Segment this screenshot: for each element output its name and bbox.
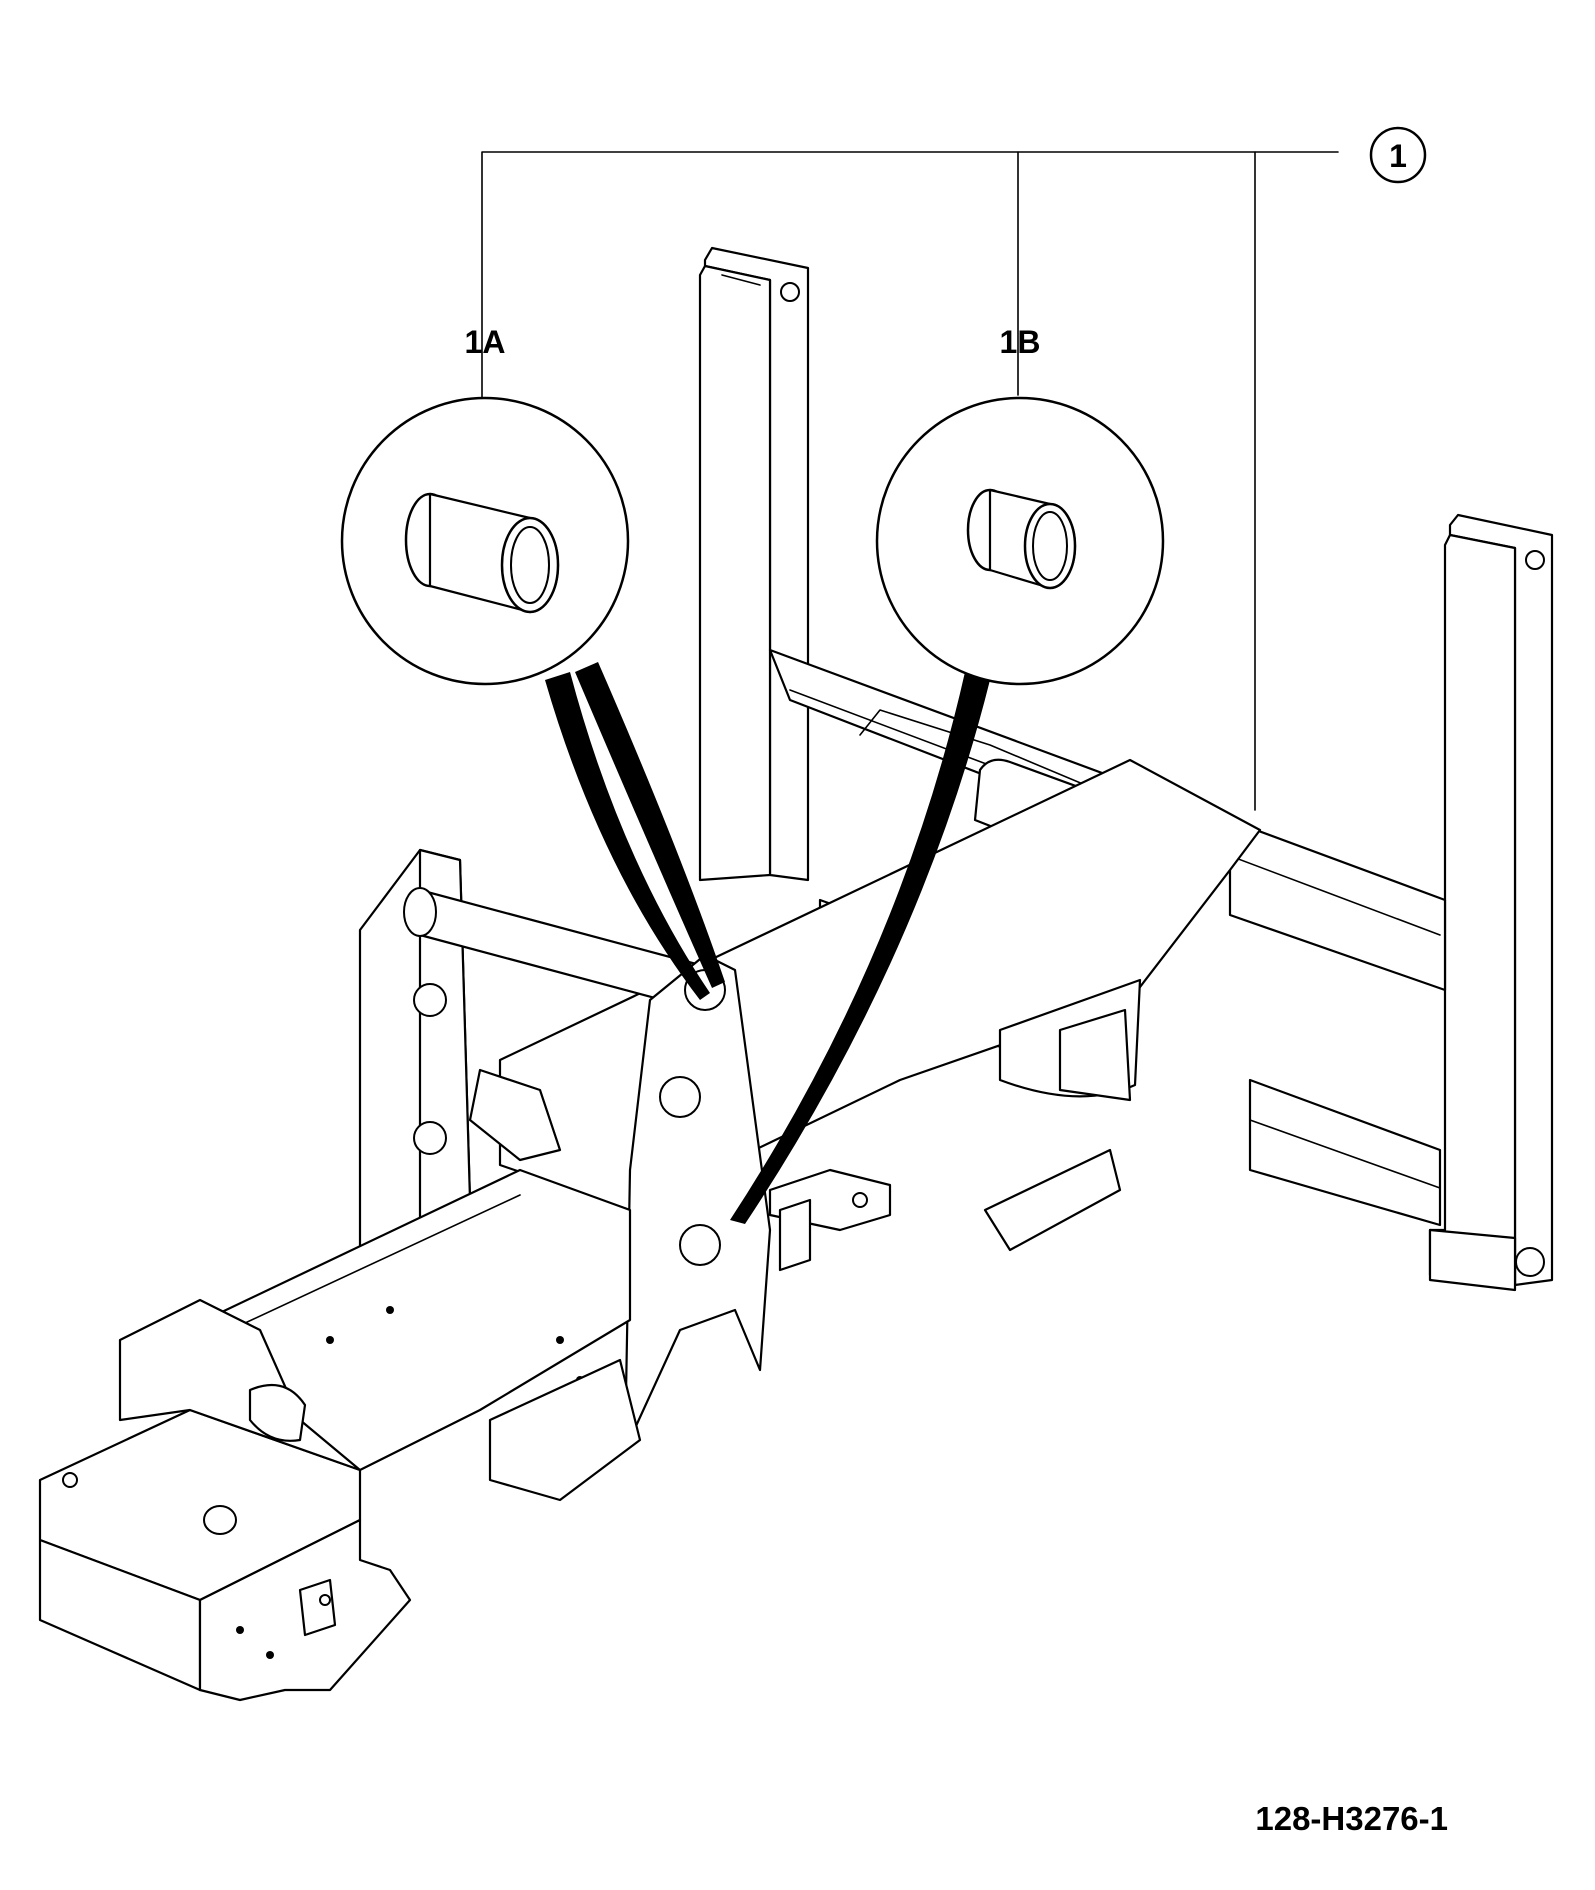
detail-1a[interactable] [340, 396, 725, 1000]
lower-cross-member [1248, 1078, 1442, 1227]
callout-1a-label[interactable]: 1A [465, 324, 506, 360]
callout-1[interactable]: 1 [1369, 126, 1427, 184]
bushing-1b-icon [966, 488, 1077, 590]
left-upright-plate [358, 848, 562, 1262]
loader-frame [38, 246, 1554, 1702]
bushing-1a-icon [404, 492, 560, 614]
callout-1-label: 1 [1389, 138, 1407, 174]
callout-1b-label[interactable]: 1B [1000, 324, 1041, 360]
center-bracket [768, 1168, 892, 1272]
lower-gusset [488, 1358, 642, 1502]
drawing-number: 128-H3276-1 [1255, 1800, 1448, 1837]
callout-bracket [481, 151, 1339, 811]
right-rear-post [1428, 513, 1554, 1292]
detail-1b[interactable] [730, 396, 1165, 1224]
left-rear-post [698, 246, 810, 882]
cross-pin-tube [403, 887, 702, 1012]
front-box-frame [38, 1298, 412, 1702]
